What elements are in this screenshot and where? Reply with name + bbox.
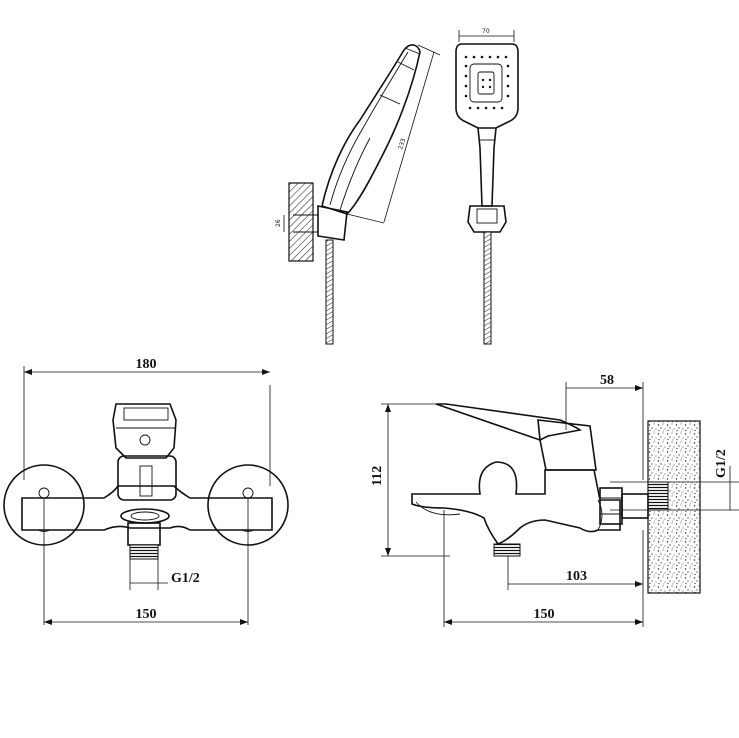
head-width-label: 70	[482, 28, 490, 35]
hose-front	[483, 231, 492, 345]
side-outlet-label: 103	[566, 569, 587, 584]
side-center-label: 150	[534, 607, 555, 622]
spray-nozzles	[464, 55, 510, 110]
hose-side	[325, 239, 334, 345]
side-height-label: 112	[370, 466, 385, 486]
side-thread-label: G1/2	[714, 449, 729, 478]
wall-section	[288, 182, 314, 262]
front-thread-label: G1/2	[171, 571, 200, 586]
side-thread	[493, 543, 521, 557]
front-width-label: 180	[136, 357, 157, 372]
mixer-front-view: 180 G1/2 150	[3, 357, 289, 625]
head-length-label: 233	[397, 137, 407, 150]
mixer-side-view: 112 58 G1/2 103 150	[370, 373, 739, 627]
front-center-label: 150	[136, 607, 157, 622]
side-offset-label: 58	[600, 373, 614, 388]
wall-thread	[647, 481, 669, 511]
hand-shower-side-view: 26 233	[275, 44, 441, 345]
holder-spacing-label: 26	[275, 219, 282, 227]
front-thread	[129, 544, 159, 560]
hand-shower-front-view: 70	[455, 28, 519, 345]
